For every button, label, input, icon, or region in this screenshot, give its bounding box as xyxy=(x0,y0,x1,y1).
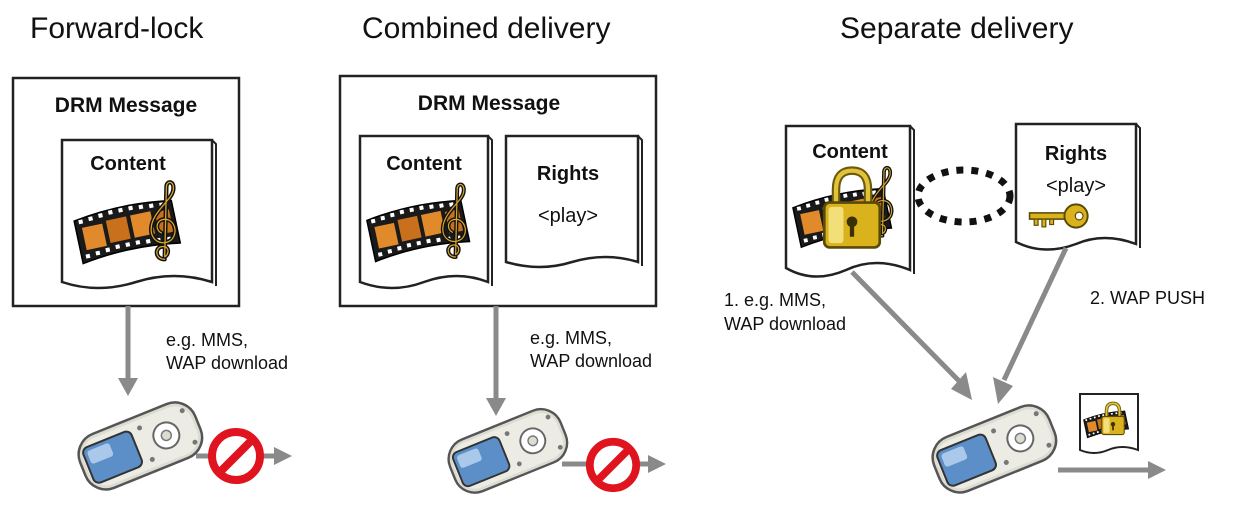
playback-arrow xyxy=(1058,461,1166,479)
mobile-phone-icon xyxy=(441,401,575,501)
delivery1-label-line2: WAP download xyxy=(724,314,846,334)
combined-delivery-column: Combined delivery DRM Message Content Ri… xyxy=(338,12,666,501)
rights-document: Rights <play> xyxy=(1014,122,1141,251)
rights-value: <play> xyxy=(1046,175,1106,197)
forward-lock-title: Forward-lock xyxy=(30,12,204,45)
delivery-label-line2: WAP download xyxy=(166,353,288,373)
rights-delivery-arrow xyxy=(993,246,1069,404)
rights-label: Rights xyxy=(1045,143,1107,165)
rights-label: Rights xyxy=(537,163,599,185)
content-label: Content xyxy=(812,141,888,163)
mobile-phone-icon xyxy=(70,394,210,498)
delivery-label-line2: WAP download xyxy=(530,351,652,371)
content-document: Content xyxy=(784,124,915,278)
mobile-phone-icon xyxy=(924,397,1064,501)
forward-lock-column: Forward-lock DRM Message Content e.g. MM… xyxy=(11,12,292,498)
delivery1-label-line1: 1. e.g. MMS, xyxy=(724,290,826,310)
prohibited-icon xyxy=(590,442,636,488)
combined-delivery-title: Combined delivery xyxy=(362,12,610,45)
rights-value: <play> xyxy=(538,205,598,227)
unlocked-content-document xyxy=(1079,393,1139,454)
delivery-arrow xyxy=(486,306,506,416)
rights-document: Rights <play> xyxy=(504,134,643,269)
prohibited-icon xyxy=(212,432,260,480)
content-label: Content xyxy=(386,153,462,175)
delivery-label-line1: e.g. MMS, xyxy=(530,328,612,348)
delivery2-label: 2. WAP PUSH xyxy=(1090,288,1205,308)
content-document: Content xyxy=(60,138,217,290)
drm-message-label: DRM Message xyxy=(55,94,197,117)
delivery-arrow xyxy=(118,306,138,396)
content-label: Content xyxy=(90,153,166,175)
delivery-label-line1: e.g. MMS, xyxy=(166,330,248,350)
content-document: Content xyxy=(358,134,493,290)
drm-message-label: DRM Message xyxy=(418,92,560,115)
separate-delivery-title: Separate delivery xyxy=(840,12,1073,45)
binding-link xyxy=(914,166,1014,226)
separate-delivery-column: Separate delivery Content Rights <play> … xyxy=(724,12,1205,501)
content-delivery-arrow xyxy=(850,270,972,400)
